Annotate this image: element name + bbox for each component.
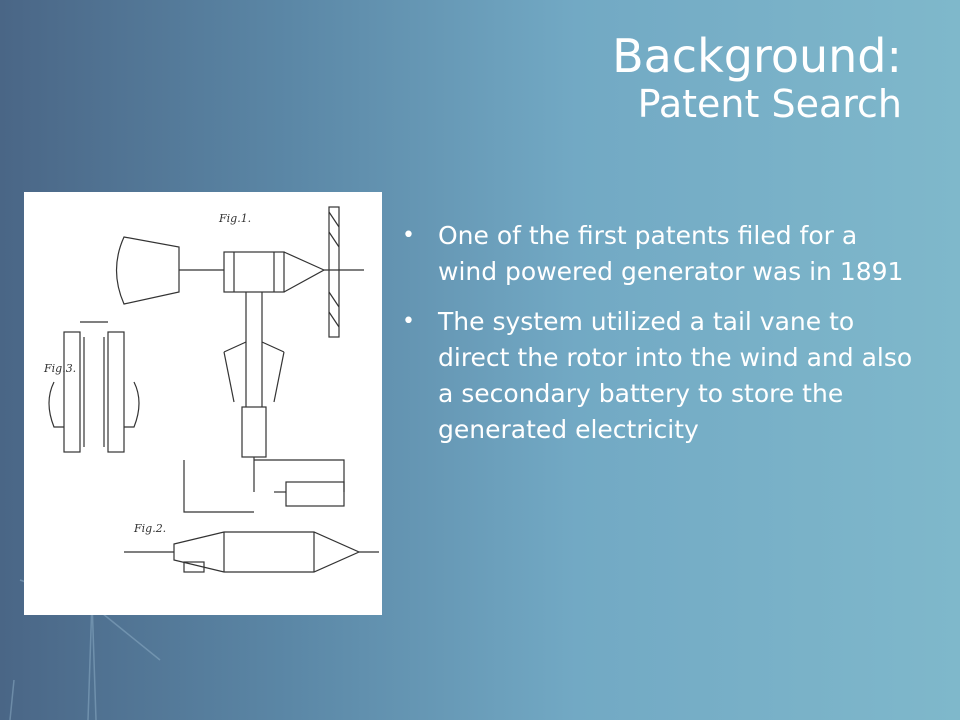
bullet-text: The system utilized a tail vane to direc… bbox=[438, 307, 913, 444]
bullet-dot-icon: • bbox=[402, 223, 415, 248]
bullet-text: One of the first patents filed for a win… bbox=[438, 221, 904, 286]
fig-2-label: Fig.2. bbox=[133, 522, 166, 535]
patent-drawing-svg: Fig.1. Fig.3. Fig.2. bbox=[43, 206, 379, 573]
bullet-item: • The system utilized a tail vane to dir… bbox=[402, 304, 922, 448]
patent-drawing: Fig.1. Fig.3. Fig.2. bbox=[24, 192, 382, 615]
slide-title: Background: Patent Search bbox=[612, 30, 902, 127]
fig-1-label: Fig.1. bbox=[218, 212, 251, 225]
bullet-dot-icon: • bbox=[402, 309, 415, 334]
title-sub: Patent Search bbox=[637, 81, 902, 126]
bullet-item: • One of the first patents filed for a w… bbox=[402, 218, 922, 290]
fig-3-label: Fig.3. bbox=[43, 362, 76, 375]
bullet-list: • One of the first patents filed for a w… bbox=[402, 218, 922, 462]
title-main: Background: bbox=[612, 29, 902, 83]
